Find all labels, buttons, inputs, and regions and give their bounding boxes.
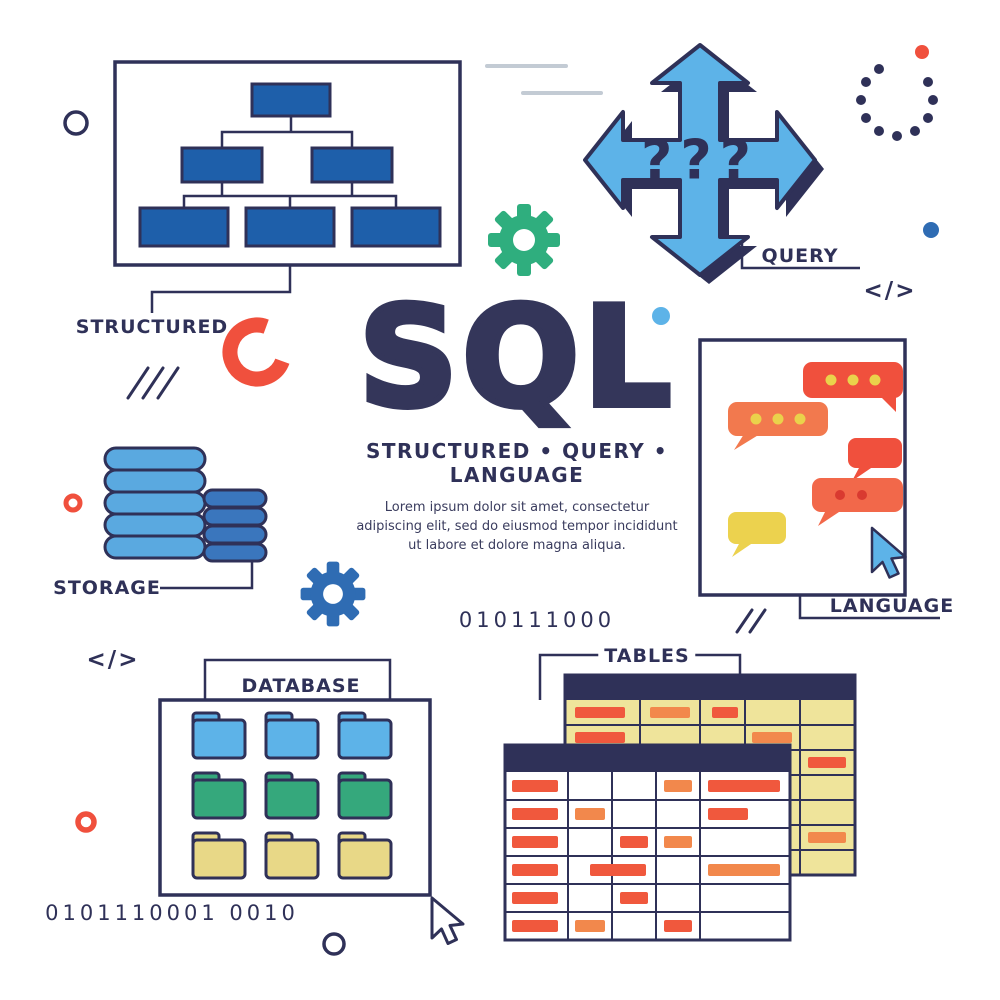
language-label: LANGUAGE [829, 595, 955, 617]
code-icon: </> [86, 647, 140, 673]
language-connector-line [798, 595, 940, 620]
structured-label: STRUCTURED [75, 316, 229, 338]
red-ring [75, 811, 97, 833]
question-marks: ??? [641, 128, 759, 192]
tables-label: TABLES [598, 645, 696, 667]
speech-bubble-icon-yellow [728, 512, 786, 557]
database-folders-panel [158, 658, 432, 897]
database-label: DATABASE [236, 675, 366, 697]
dotted-circle-icon [856, 64, 938, 141]
hierarchy-node [180, 146, 264, 184]
org-chart-nodes [138, 82, 442, 248]
data-table-front [503, 743, 792, 942]
language-panel [698, 338, 940, 620]
page-title: SQL [356, 277, 676, 438]
table-header [565, 675, 855, 700]
cylinder-stack-small [202, 488, 268, 563]
structured-connector-line [150, 265, 292, 313]
title-block: SQL STRUCTURED • QUERY • LANGUAGE Lorem … [317, 277, 717, 556]
hierarchy-node [138, 206, 230, 248]
hatch-lines [126, 366, 767, 634]
subtitle: STRUCTURED • QUERY • LANGUAGE [365, 439, 669, 488]
speech-bubble-icon-orange-red [812, 478, 903, 526]
table-grid [505, 772, 790, 940]
light-blue-dot [652, 307, 670, 325]
binary-text-bottom: 0101110001 0010 [45, 901, 299, 925]
hierarchy-node [250, 82, 332, 118]
database-connector-line [203, 658, 392, 700]
hierarchy-node [310, 146, 394, 184]
blue-gear-icon [300, 561, 366, 627]
storage-label: STORAGE [53, 577, 161, 599]
code-icon: </> [863, 278, 917, 304]
database-cylinders-icon [103, 446, 268, 590]
red-arc-icon [222, 317, 292, 387]
red-dot [915, 45, 929, 59]
org-chart-connectors [182, 116, 398, 208]
hierarchy-node [244, 206, 336, 248]
folder-icon-row-blue [191, 711, 393, 760]
outline-circle [322, 932, 346, 956]
speed-lines [485, 64, 603, 95]
red-ring [63, 493, 83, 513]
org-chart-panel [113, 60, 462, 313]
speech-bubble-icon-orange [728, 402, 828, 450]
arrow-body [583, 43, 817, 277]
speech-bubble-icon-small-red [848, 438, 902, 481]
query-label: QUERY [761, 245, 839, 267]
folder-icon-row-green [191, 771, 393, 820]
outline-circle [63, 110, 89, 136]
speech-bubble-icon-red [803, 362, 903, 412]
table-data-bars [512, 780, 780, 932]
table-header [505, 745, 790, 772]
four-way-arrow-icon [583, 43, 860, 284]
folder-icon-row-yellow [191, 831, 393, 880]
query-connector-line [740, 242, 860, 270]
cursor-arrow-icon-white [430, 896, 465, 945]
cursor-arrow-icon-blue [870, 526, 907, 579]
description-text: Lorem ipsum dolor sit amet, consectetur … [356, 500, 678, 553]
binary-text-center: 010111000 [458, 608, 616, 632]
storage-connector-line [160, 562, 254, 590]
hierarchy-node [350, 206, 442, 248]
cylinder-stack-large [103, 446, 207, 560]
blue-dot [923, 222, 939, 238]
green-gear-icon [488, 204, 560, 276]
